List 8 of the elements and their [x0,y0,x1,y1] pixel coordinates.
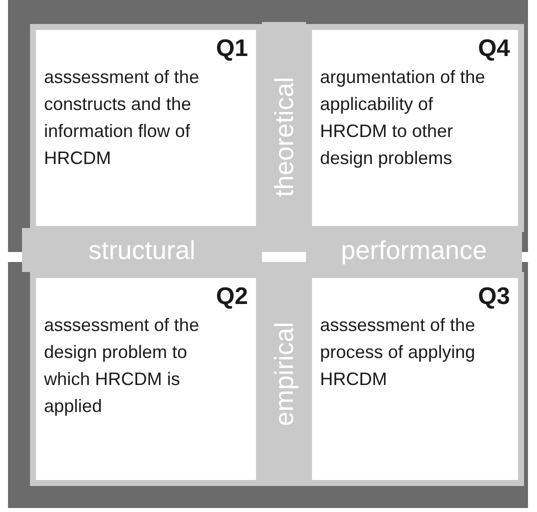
question-number: Q4 [476,34,510,64]
question-description: asssessment of the constructs and the information flow of HRCDM [44,66,200,170]
question-number: Q1 [214,34,248,64]
question-description: asssessment of the process of applying HRCDM [320,314,476,391]
question-number: Q2 [214,282,248,312]
question-description: argumentation of the applicability of HRCDM to other design problems [320,66,486,170]
question-description: asssessment of the design problem to which HRCDM is applied [44,314,200,418]
question-number: Q3 [476,282,510,312]
